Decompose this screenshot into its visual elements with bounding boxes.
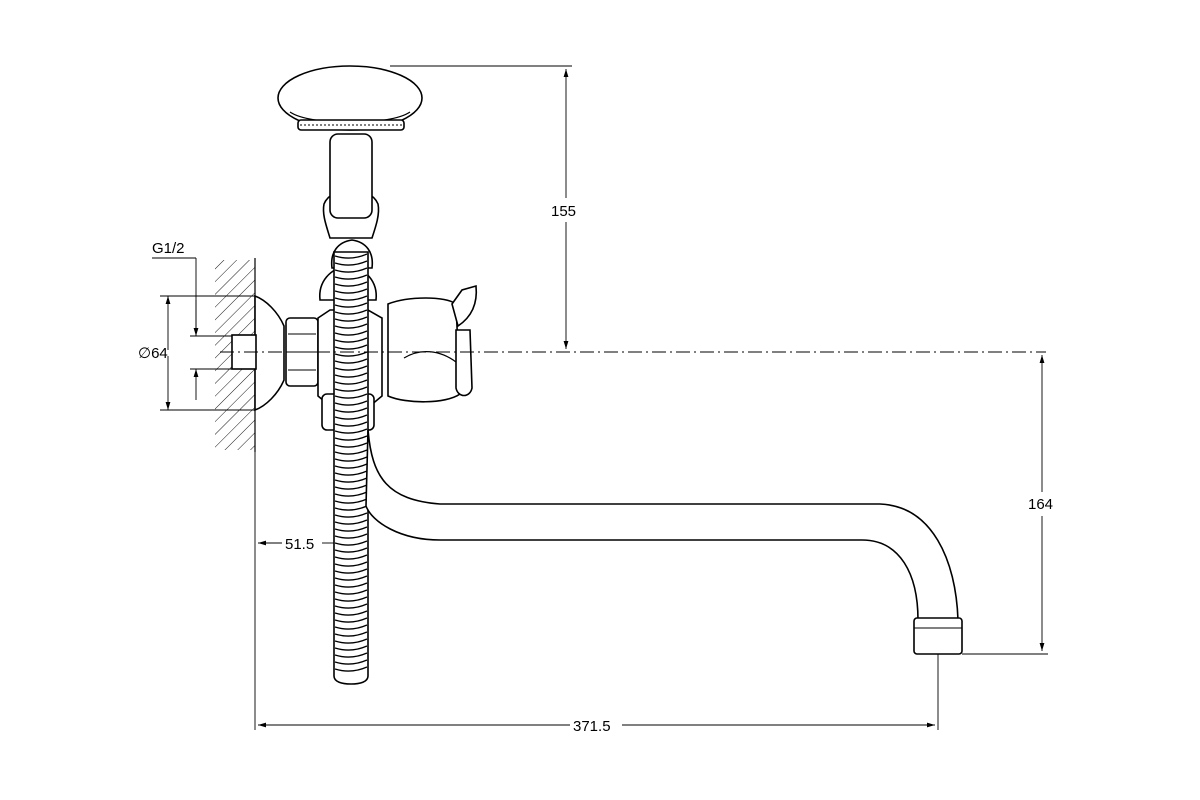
shower-height-label: 155 [551, 203, 576, 220]
shower-head [277, 65, 423, 131]
lever-handle [387, 284, 478, 403]
shower-hose [333, 251, 369, 685]
flange-diameter-label: ∅64 [138, 345, 168, 362]
dimension-flange-diameter: ∅64 [138, 295, 255, 411]
dimension-wall-offset: 51.5 [254, 452, 334, 730]
dimension-shower-height: 155 [390, 65, 576, 349]
wall-offset-label: 51.5 [285, 536, 314, 553]
spout-height-label: 164 [1028, 496, 1053, 513]
dimension-thread: G1/2 [152, 240, 232, 400]
dimension-spout-height: 164 [962, 355, 1053, 655]
spout [365, 429, 963, 655]
spout-length-label: 371.5 [573, 718, 611, 735]
thread-label: G1/2 [152, 240, 185, 257]
shower-holder [322, 133, 380, 269]
dimension-spout-length: 371.5 [258, 654, 939, 735]
